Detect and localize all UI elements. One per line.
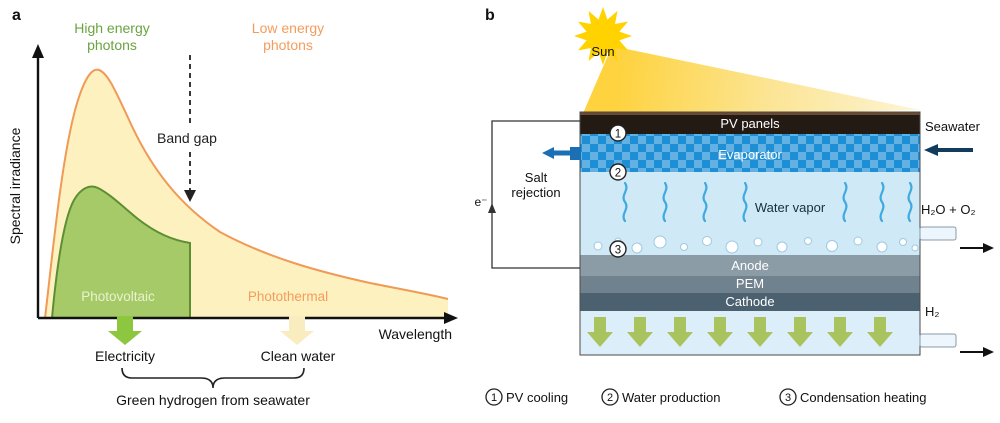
legend-item-3: 3 Condensation heating bbox=[779, 388, 927, 406]
salt-rejection-label-2: rejection bbox=[511, 185, 560, 200]
marker-2-number: 2 bbox=[615, 168, 621, 180]
h2-label: H₂ bbox=[925, 304, 939, 319]
x-axis-arrowhead-icon bbox=[444, 312, 458, 324]
marker-1-number: 1 bbox=[615, 129, 621, 141]
legend-2-label: Water production bbox=[622, 390, 721, 405]
pv-band-outline bbox=[51, 185, 191, 319]
layer-water-vapor bbox=[580, 172, 920, 255]
panel-a-label: a bbox=[12, 7, 21, 24]
electron-label: e⁻ bbox=[474, 195, 487, 209]
salt-rejection-stub bbox=[570, 147, 581, 160]
evaporator-label: Evaporator bbox=[718, 147, 782, 162]
seawater-arrowhead-icon bbox=[924, 144, 938, 156]
electron-flow-arrowhead-icon bbox=[488, 203, 496, 213]
panel-a-caption: Green hydrogen from seawater bbox=[116, 392, 310, 408]
layer-evaporator-pattern bbox=[580, 134, 920, 172]
marker-3: 3 bbox=[609, 240, 627, 258]
cathode-label: Cathode bbox=[725, 294, 774, 309]
sun-icon bbox=[574, 7, 632, 65]
x-axis-label: Wavelength bbox=[379, 326, 452, 342]
band-gap-arrowhead-icon bbox=[184, 190, 196, 202]
marker-3-circle bbox=[609, 240, 627, 258]
brace-icon bbox=[121, 367, 305, 389]
sun-label: Sun bbox=[591, 44, 614, 59]
marker-1: 1 bbox=[609, 124, 627, 142]
marker-2: 2 bbox=[609, 163, 627, 181]
h2-pipe bbox=[919, 333, 957, 348]
panel-a: a High energy photons Low energy photons… bbox=[7, 7, 458, 408]
band-gap-label: Band gap bbox=[157, 130, 217, 146]
legend-1-number: 1 bbox=[491, 392, 497, 404]
layer-pv-top-strip bbox=[580, 112, 920, 115]
electricity-arrow-icon bbox=[108, 316, 142, 345]
legend-1-label: PV cooling bbox=[506, 390, 568, 405]
high-energy-photons-label: High energy bbox=[74, 20, 150, 36]
seawater-label: Seawater bbox=[925, 119, 981, 134]
panel-b: b Sun bbox=[474, 7, 994, 406]
legend-2-number: 2 bbox=[607, 392, 613, 404]
legend-3-number: 3 bbox=[785, 392, 791, 404]
layer-cathode bbox=[580, 293, 920, 311]
electricity-label: Electricity bbox=[95, 348, 155, 364]
legend-item-2: 2 Water production bbox=[601, 388, 721, 406]
salt-rejection-label: Salt bbox=[525, 170, 548, 185]
h2-arrowhead-icon bbox=[983, 347, 994, 357]
sunlight-beam-icon bbox=[581, 46, 920, 118]
y-axis-label: Spectral irradiance bbox=[7, 127, 23, 244]
h2o-o2-arrowhead-icon bbox=[983, 243, 994, 253]
salt-rejection-arrowhead-icon bbox=[542, 147, 554, 159]
photovoltaic-label: Photovoltaic bbox=[81, 289, 155, 304]
marker-3-number: 3 bbox=[615, 245, 621, 257]
clean-water-label: Clean water bbox=[261, 348, 336, 364]
pv-band-area bbox=[52, 186, 190, 318]
legend-3-label: Condensation heating bbox=[800, 390, 927, 405]
high-energy-photons-label-2: photons bbox=[87, 37, 137, 53]
layer-pem bbox=[580, 276, 920, 293]
anode-label: Anode bbox=[731, 258, 769, 273]
y-axis-arrowhead-icon bbox=[32, 44, 44, 58]
h2o-o2-pipe bbox=[919, 226, 957, 241]
solar-spectrum-outline bbox=[44, 68, 449, 319]
pem-label: PEM bbox=[736, 276, 764, 291]
legend-3-circle-icon bbox=[779, 388, 797, 406]
bubbles-icon bbox=[593, 235, 919, 254]
heat-down-arrows-icon bbox=[587, 317, 893, 347]
pv-panels-label: PV panels bbox=[720, 116, 780, 131]
h2o-o2-label: H₂O + O₂ bbox=[921, 202, 976, 217]
water-vapor-label: Water vapor bbox=[755, 200, 826, 215]
legend-1-circle-icon bbox=[485, 388, 503, 406]
marker-1-circle bbox=[609, 124, 627, 142]
photothermal-label: Photothermal bbox=[248, 289, 328, 304]
legend-item-1: 1 PV cooling bbox=[485, 388, 568, 406]
layer-anode bbox=[580, 255, 920, 276]
electron-wire bbox=[491, 120, 580, 269]
legend-2-circle-icon bbox=[601, 388, 619, 406]
low-energy-photons-label-2: photons bbox=[263, 37, 313, 53]
vapor-squiggles-icon bbox=[622, 181, 913, 223]
layer-pv-panels bbox=[580, 112, 920, 134]
marker-2-circle bbox=[609, 163, 627, 181]
clean-water-arrow-icon bbox=[280, 316, 314, 345]
panel-b-label: b bbox=[485, 7, 495, 24]
low-energy-photons-label: Low energy bbox=[252, 20, 324, 36]
